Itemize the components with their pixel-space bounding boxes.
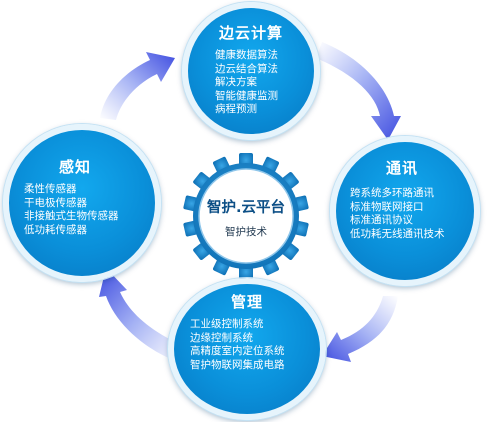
curved-arrow-icon (99, 268, 184, 362)
node-management: 管理 工业级控制系统 边缘控制系统 高精度室内定位系统 智护物联网集成电路 (168, 278, 326, 420)
list-item: 低功耗传感器 (24, 223, 87, 236)
node-item-list: 跨系统多环路通讯 标准物联网接口 标准通讯协议 低功耗无线通讯技术 (350, 187, 445, 241)
list-item: 健康数据算法 (215, 49, 278, 61)
node-item-list: 柔性传感器 干电极传感器 非接触式生物传感器 低功耗传感器 (24, 183, 119, 237)
center-title: 智护.云平台 (206, 200, 285, 216)
list-item: 标准物联网接口 (350, 200, 424, 213)
list-item: 非接触式生物传感器 (24, 210, 119, 222)
curved-arrow-icon (100, 52, 175, 120)
list-item: 高精度室内定位系统 (190, 345, 285, 357)
list-item: 标准通讯协议 (350, 214, 413, 226)
list-item: 智护物联网集成电路 (190, 358, 285, 371)
node-title: 边云计算 (218, 24, 283, 42)
curved-arrow-icon (316, 42, 401, 140)
center-subtitle: 智护技术 (225, 226, 267, 238)
list-item: 低功耗无线通讯技术 (350, 227, 445, 240)
list-item: 干电极传感器 (24, 196, 87, 209)
list-item: 边缘控制系统 (190, 331, 253, 344)
list-item: 解决方案 (215, 76, 257, 88)
list-item: 智能健康监测 (215, 89, 278, 102)
node-communication: 通讯 跨系统多环路通讯 标准物联网接口 标准通讯协议 低功耗无线通讯技术 (330, 136, 480, 286)
list-item: 柔性传感器 (24, 183, 77, 195)
node-title: 管理 (230, 293, 263, 311)
list-item: 病程预测 (215, 103, 257, 115)
node-title: 通讯 (386, 159, 419, 177)
curved-arrow-icon (322, 296, 398, 362)
node-sensing: 感知 柔性传感器 干电极传感器 非接触式生物传感器 低功耗传感器 (3, 124, 161, 282)
node-item-list: 健康数据算法 边云结合算法 解决方案 智能健康监测 病程预测 (215, 49, 278, 117)
list-item: 工业级控制系统 (190, 318, 264, 330)
list-item: 边云结合算法 (215, 62, 278, 75)
node-edge-computing: 边云计算 健康数据算法 边云结合算法 解决方案 智能健康监测 病程预测 (182, 2, 320, 140)
gear-icon (183, 153, 309, 279)
node-item-list: 工业级控制系统 边缘控制系统 高精度室内定位系统 智护物联网集成电路 (190, 318, 285, 372)
list-item: 跨系统多环路通讯 (350, 187, 434, 199)
node-title: 感知 (59, 158, 92, 176)
